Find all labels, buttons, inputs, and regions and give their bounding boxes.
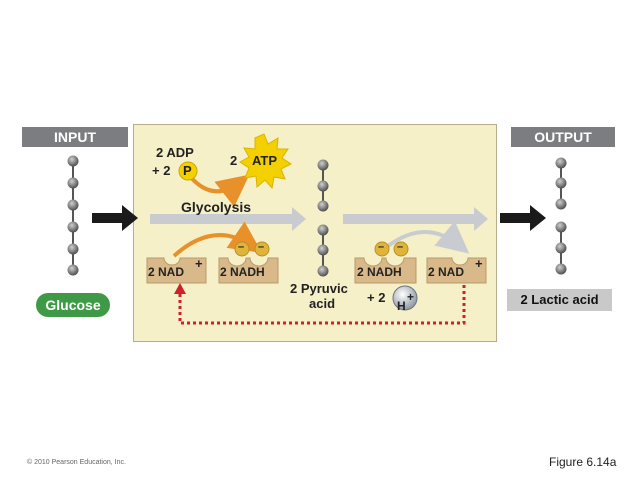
output-arrow: [500, 205, 546, 231]
adp-label: 2 ADP: [156, 145, 194, 160]
nad-recycle-arrow: [178, 285, 466, 325]
pyruvate-molecule-bottom: [317, 224, 329, 277]
copyright-text: © 2010 Pearson Education, Inc.: [27, 459, 126, 466]
nad-left-plus: +: [195, 256, 203, 271]
electron-minus: –: [378, 241, 385, 253]
hydrogen-prefix-label: + 2: [367, 290, 386, 305]
input-arrow: [92, 205, 138, 231]
nad-left-box: [146, 257, 207, 284]
nadh-right-box: [354, 257, 417, 284]
phosphate-label: P: [183, 163, 192, 178]
nadh-left-label: 2 NADH: [220, 265, 265, 279]
electron-icon: [234, 241, 250, 257]
atp-starburst: [239, 133, 292, 190]
pyruvic-label-line1: 2 Pyruvic: [290, 281, 348, 296]
atp-prefix-label: 2: [230, 153, 238, 168]
figure-caption: Figure 6.14a: [549, 455, 617, 469]
input-header: INPUT: [22, 127, 128, 147]
glycolysis-arrow: [150, 207, 306, 231]
nad-right-box: [426, 257, 487, 284]
hydrogen-ion-sphere: [392, 285, 418, 311]
nad-right-plus: +: [475, 256, 483, 271]
hydrogen-plus: +: [407, 290, 415, 304]
lactic-acid-label: 2 Lactic acid: [507, 289, 612, 311]
nadh-to-nad-arrow: [386, 220, 470, 254]
glycolysis-label: Glycolysis: [181, 199, 252, 215]
adp-to-atp-arrow: [186, 172, 250, 207]
electron-minus: –: [397, 241, 404, 253]
nadh-right-label: 2 NADH: [357, 265, 402, 279]
nad-recycle-arrowhead: [174, 283, 186, 294]
electron-minus: –: [238, 241, 245, 253]
fermentation-arrow: [343, 207, 488, 231]
pyruvate-molecule-top: [317, 159, 329, 212]
glucose-label: Glucose: [36, 293, 110, 317]
phosphate-prefix-label: + 2: [152, 163, 171, 178]
output-header: OUTPUT: [511, 127, 615, 147]
electron-icon: [393, 241, 409, 257]
electron-icon: [374, 241, 390, 257]
nad-right-label: 2 NAD: [428, 265, 465, 279]
nad-to-nadh-arrow: [172, 221, 262, 258]
phosphate-circle: [178, 161, 198, 181]
electron-icon: [254, 241, 270, 257]
lactate-molecule-bottom: [555, 221, 567, 275]
lactate-molecule-top: [555, 157, 567, 210]
atp-label: ATP: [252, 153, 278, 168]
glucose-molecule: [67, 155, 79, 276]
nad-left-label: 2 NAD: [148, 265, 185, 279]
hydrogen-label: H: [397, 299, 406, 313]
pyruvic-label-line2: acid: [309, 296, 336, 311]
electron-minus: –: [258, 241, 265, 253]
nadh-left-box: [218, 257, 279, 284]
